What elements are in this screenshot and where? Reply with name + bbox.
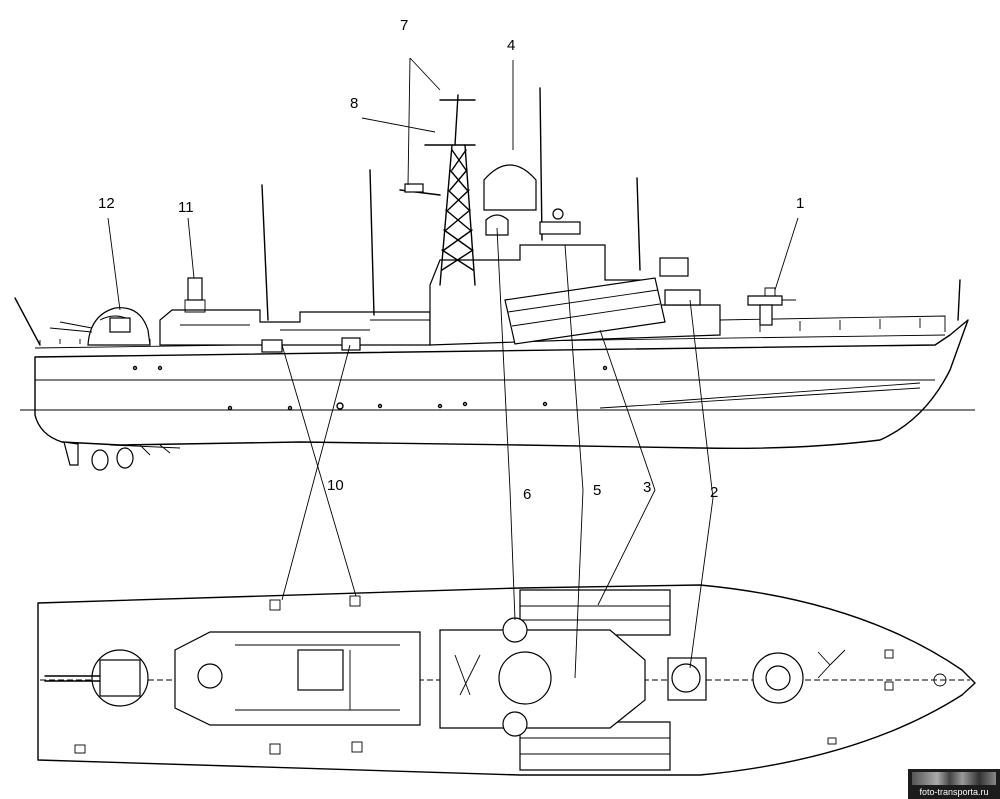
hull-plan [37, 584, 976, 776]
callout-2: 2 [710, 484, 718, 501]
forward-gun [747, 295, 783, 306]
callout-labels: 1 2 3 4 5 6 7 8 10 11 12 [98, 17, 804, 503]
callout-4: 4 [507, 37, 515, 54]
watermark-image-strip [912, 772, 996, 785]
lattice-mast [399, 94, 476, 286]
callout-5: 5 [593, 482, 601, 499]
hull-side [34, 319, 969, 450]
callout-10: 10 [327, 477, 344, 494]
item-11-director [187, 277, 203, 301]
callout-3: 3 [643, 479, 651, 496]
watermark-text: foto-transporta.ru [919, 787, 989, 797]
callout-7: 7 [400, 17, 408, 34]
radome [483, 164, 537, 211]
callout-6: 6 [523, 486, 531, 503]
callout-11: 11 [178, 199, 194, 216]
callout-12: 12 [98, 195, 115, 212]
watermark: foto-transporta.ru [908, 769, 1000, 799]
side-view [14, 57, 975, 499]
plan-view [37, 344, 976, 776]
callout-1: 1 [796, 195, 804, 212]
callout-8: 8 [350, 95, 358, 112]
